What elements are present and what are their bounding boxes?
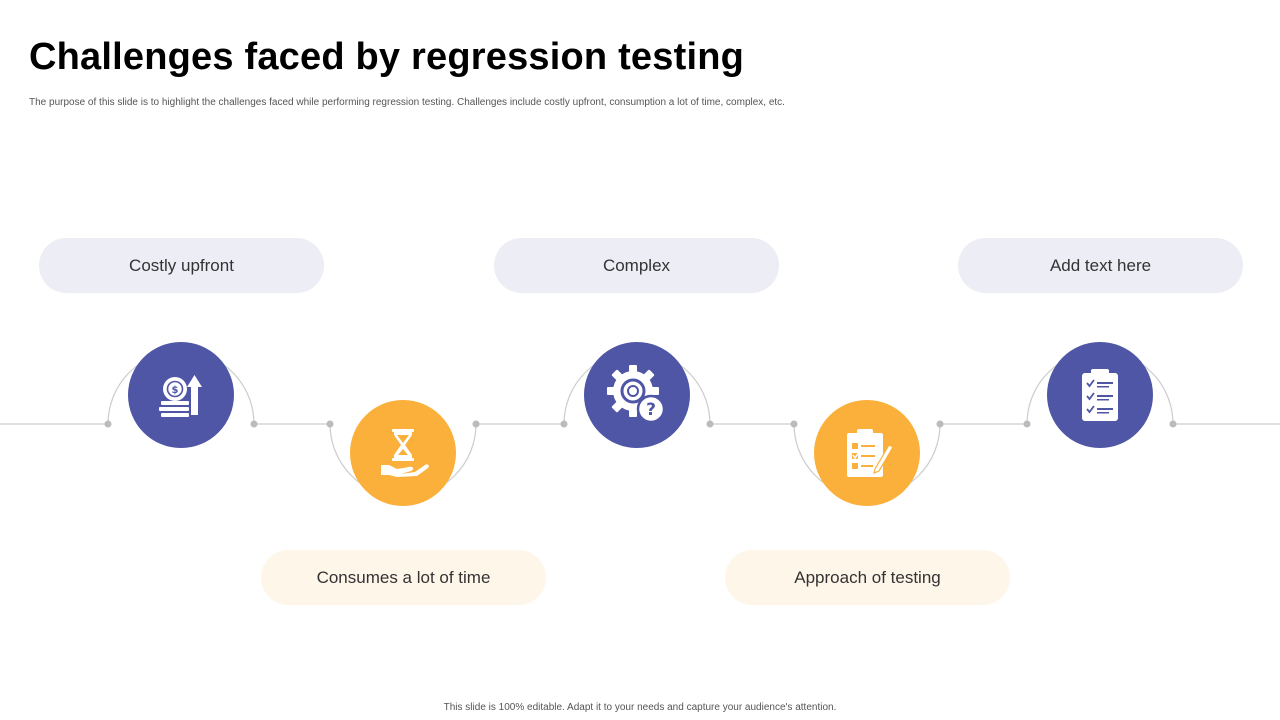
money-growth-icon: $ bbox=[159, 375, 202, 417]
step-label-consumes-time: Consumes a lot of time bbox=[261, 550, 546, 605]
step-icon-circle: ? bbox=[584, 342, 690, 448]
timeline-dot bbox=[472, 420, 480, 428]
step-label-add-text: Add text here bbox=[958, 238, 1243, 293]
checklist-icon bbox=[1082, 369, 1118, 421]
step-icon-circle: $ bbox=[128, 342, 234, 448]
step-icon-circle bbox=[1047, 342, 1153, 448]
timeline-dot bbox=[1023, 420, 1031, 428]
timeline-dot bbox=[104, 420, 112, 428]
svg-text:?: ? bbox=[646, 400, 656, 420]
timeline-dot bbox=[706, 420, 714, 428]
timeline-dot bbox=[936, 420, 944, 428]
timeline-dot bbox=[250, 420, 258, 428]
timeline-dot bbox=[326, 420, 334, 428]
timeline-dot bbox=[790, 420, 798, 428]
gear-question-icon: ? bbox=[607, 365, 666, 424]
step-icon-circle bbox=[814, 400, 920, 506]
clipboard-pen-icon bbox=[847, 429, 894, 477]
step-label-approach-testing: Approach of testing bbox=[725, 550, 1010, 605]
step-label-costly-upfront: Costly upfront bbox=[39, 238, 324, 293]
step-label-complex: Complex bbox=[494, 238, 779, 293]
page-title: Challenges faced by regression testing bbox=[29, 36, 745, 78]
svg-text:$: $ bbox=[172, 385, 179, 396]
footer-note: This slide is 100% editable. Adapt it to… bbox=[443, 702, 837, 713]
timeline-dot bbox=[1169, 420, 1177, 428]
page-subtitle: The purpose of this slide is to highligh… bbox=[29, 97, 785, 108]
hourglass-hand-icon bbox=[381, 429, 429, 477]
step-icon-circle bbox=[350, 400, 456, 506]
timeline-dot bbox=[560, 420, 568, 428]
